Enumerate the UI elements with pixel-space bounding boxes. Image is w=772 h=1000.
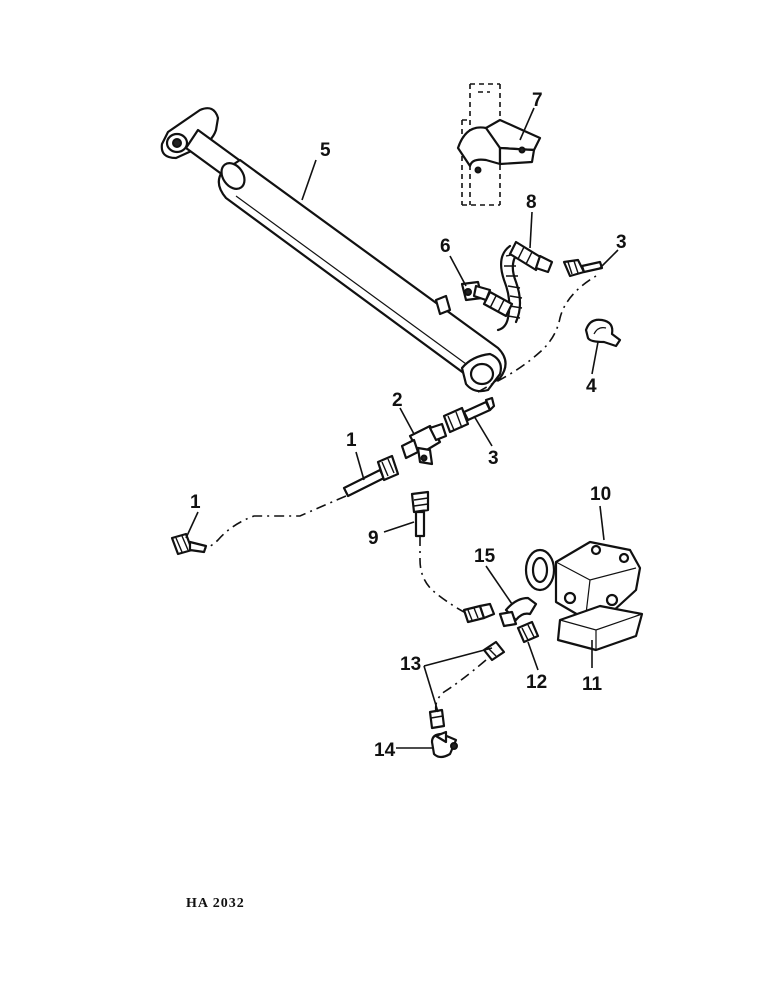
part-1-upper-tube	[342, 454, 400, 498]
part-3-lower-connector	[442, 396, 496, 434]
part-14-elbow-fitting	[430, 730, 458, 759]
part-12-adapter	[516, 620, 540, 644]
leader-lines	[185, 107, 619, 749]
callout-12: 12	[526, 672, 547, 693]
part-4-clip	[584, 318, 622, 348]
callout-15: 15	[474, 546, 496, 567]
callout-8: 8	[526, 192, 537, 213]
route-tee-to-lower-nut	[205, 495, 347, 549]
part-3-upper-connector	[562, 258, 604, 278]
part-11-mounting-plate	[556, 604, 644, 652]
part-2-tee-fitting	[400, 422, 448, 466]
callout-labels: 5 7 8 6 3 4 2 3 1 1 9 10 15 13 12 11 14	[190, 90, 627, 761]
route-tube9-to-elbow15	[419, 536, 465, 613]
part-13-tube	[428, 640, 506, 730]
callout-9: 9	[368, 528, 379, 549]
reference-code: HA 2032	[186, 896, 245, 911]
callout-10: 10	[590, 484, 611, 505]
callout-4: 4	[586, 376, 597, 397]
callout-3-lower: 3	[488, 448, 499, 469]
route-tube13	[434, 659, 487, 713]
callout-1-lower: 1	[190, 492, 201, 513]
callout-1-upper: 1	[346, 430, 357, 451]
tube-routes	[205, 275, 597, 713]
callout-2: 2	[392, 390, 403, 411]
callout-11: 11	[582, 674, 603, 695]
callout-7: 7	[532, 90, 543, 111]
part-7-bracket	[456, 83, 542, 206]
part-15-elbow	[462, 596, 538, 628]
part-9-tube	[410, 490, 430, 538]
part-6-elbow-fitting	[460, 280, 492, 302]
part-10-valve	[524, 540, 642, 618]
callout-6: 6	[440, 236, 451, 257]
part-1-lower-nut	[170, 532, 208, 556]
part-8-hose-assembly	[482, 240, 554, 332]
part-5-hydraulic-cylinder	[160, 107, 507, 393]
callout-5: 5	[320, 140, 331, 161]
callout-13: 13	[400, 654, 421, 675]
callout-14: 14	[374, 740, 396, 761]
route-cylinder-to-clip	[477, 275, 597, 393]
callout-3-upper: 3	[616, 232, 627, 253]
